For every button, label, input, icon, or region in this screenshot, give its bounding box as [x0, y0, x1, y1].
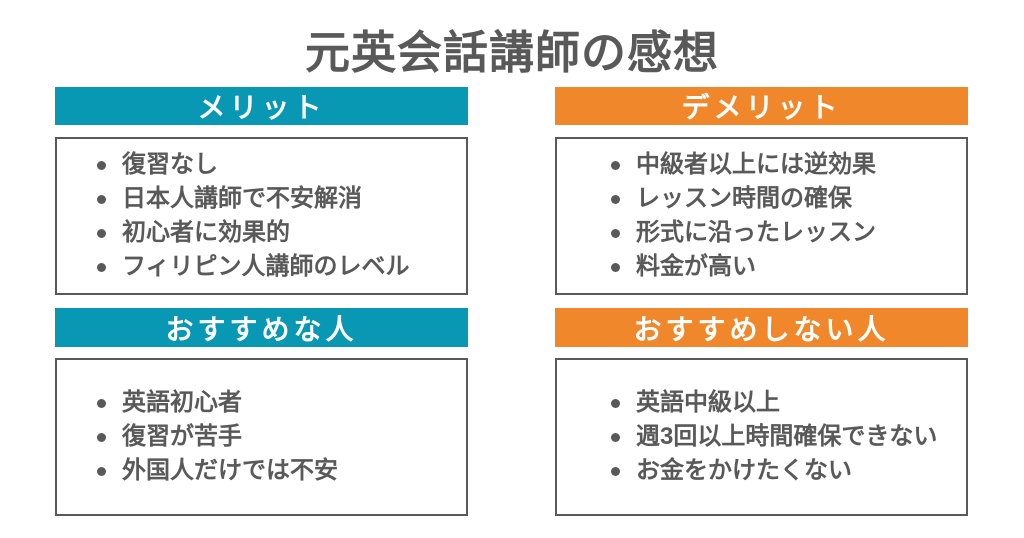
page-title: 元英会話講師の感想 [304, 27, 719, 78]
list-item-text: フィリピン人講師のレベル [122, 253, 410, 280]
demerit-list: 中級者以上には逆効果 レッスン時間の確保 形式に沿ったレッスン 料金が高い [611, 139, 966, 293]
list-item: レッスン時間の確保 [611, 182, 966, 216]
list-item-text: レッスン時間の確保 [636, 185, 852, 212]
list-item: 形式に沿ったレッスン [611, 216, 966, 250]
section-box-merit: 復習なし 日本人講師で不安解消 初心者に効果的 フィリピン人講師のレベル [55, 137, 468, 295]
list-item: 初心者に効果的 [97, 216, 466, 250]
list-item-text: 英語中級以上 [636, 389, 780, 416]
section-box-demerit: 中級者以上には逆効果 レッスン時間の確保 形式に沿ったレッスン 料金が高い [555, 137, 968, 295]
bullet-icon [611, 228, 620, 238]
list-item-text: お金をかけたくない [636, 457, 852, 484]
bullet-icon [97, 398, 106, 408]
bullet-icon [611, 466, 620, 476]
list-item: 週3回以上時間確保できない [611, 420, 966, 454]
bullet-icon [611, 262, 620, 272]
list-item-text: 週3回以上時間確保できない [636, 423, 938, 450]
list-item: 中級者以上には逆効果 [611, 148, 966, 182]
list-item: 復習が苦手 [97, 420, 466, 454]
list-item: 復習なし [97, 148, 466, 182]
bullet-icon [97, 194, 106, 204]
recommended-list: 英語初心者 復習が苦手 外国人だけでは不安 [97, 360, 466, 514]
merit-list: 復習なし 日本人講師で不安解消 初心者に効果的 フィリピン人講師のレベル [97, 139, 466, 293]
list-item: お金をかけたくない [611, 454, 966, 488]
not-recommended-list: 英語中級以上 週3回以上時間確保できない お金をかけたくない [611, 360, 966, 514]
list-item-text: 中級者以上には逆効果 [636, 151, 876, 178]
section-header-recommended: おすすめな人 [55, 308, 468, 347]
list-item-text: 英語初心者 [122, 389, 242, 416]
bullet-icon [611, 194, 620, 204]
list-item-text: 日本人講師で不安解消 [122, 185, 362, 212]
list-item: 英語中級以上 [611, 386, 966, 420]
list-item: 日本人講師で不安解消 [97, 182, 466, 216]
list-item: 英語初心者 [97, 386, 466, 420]
bullet-icon [97, 432, 106, 442]
list-item-text: 初心者に効果的 [122, 219, 290, 246]
bullet-icon [97, 466, 106, 476]
bullet-icon [97, 160, 106, 170]
bullet-icon [611, 432, 620, 442]
list-item-text: 復習が苦手 [122, 423, 242, 450]
list-item: フィリピン人講師のレベル [97, 250, 466, 284]
list-item-text: 外国人だけでは不安 [122, 457, 338, 484]
list-item-text: 形式に沿ったレッスン [636, 219, 876, 246]
list-item-text: 料金が高い [636, 253, 756, 280]
list-item: 外国人だけでは不安 [97, 454, 466, 488]
bullet-icon [611, 160, 620, 170]
bullet-icon [611, 398, 620, 408]
section-header-not-recommended: おすすめしない人 [555, 308, 968, 347]
list-item-text: 復習なし [122, 151, 218, 178]
list-item: 料金が高い [611, 250, 966, 284]
section-header-demerit: デメリット [555, 87, 968, 125]
section-box-recommended: 英語初心者 復習が苦手 外国人だけでは不安 [55, 358, 468, 516]
section-header-merit: メリット [55, 87, 468, 125]
section-box-not-recommended: 英語中級以上 週3回以上時間確保できない お金をかけたくない [555, 358, 968, 516]
bullet-icon [97, 228, 106, 238]
bullet-icon [97, 262, 106, 272]
